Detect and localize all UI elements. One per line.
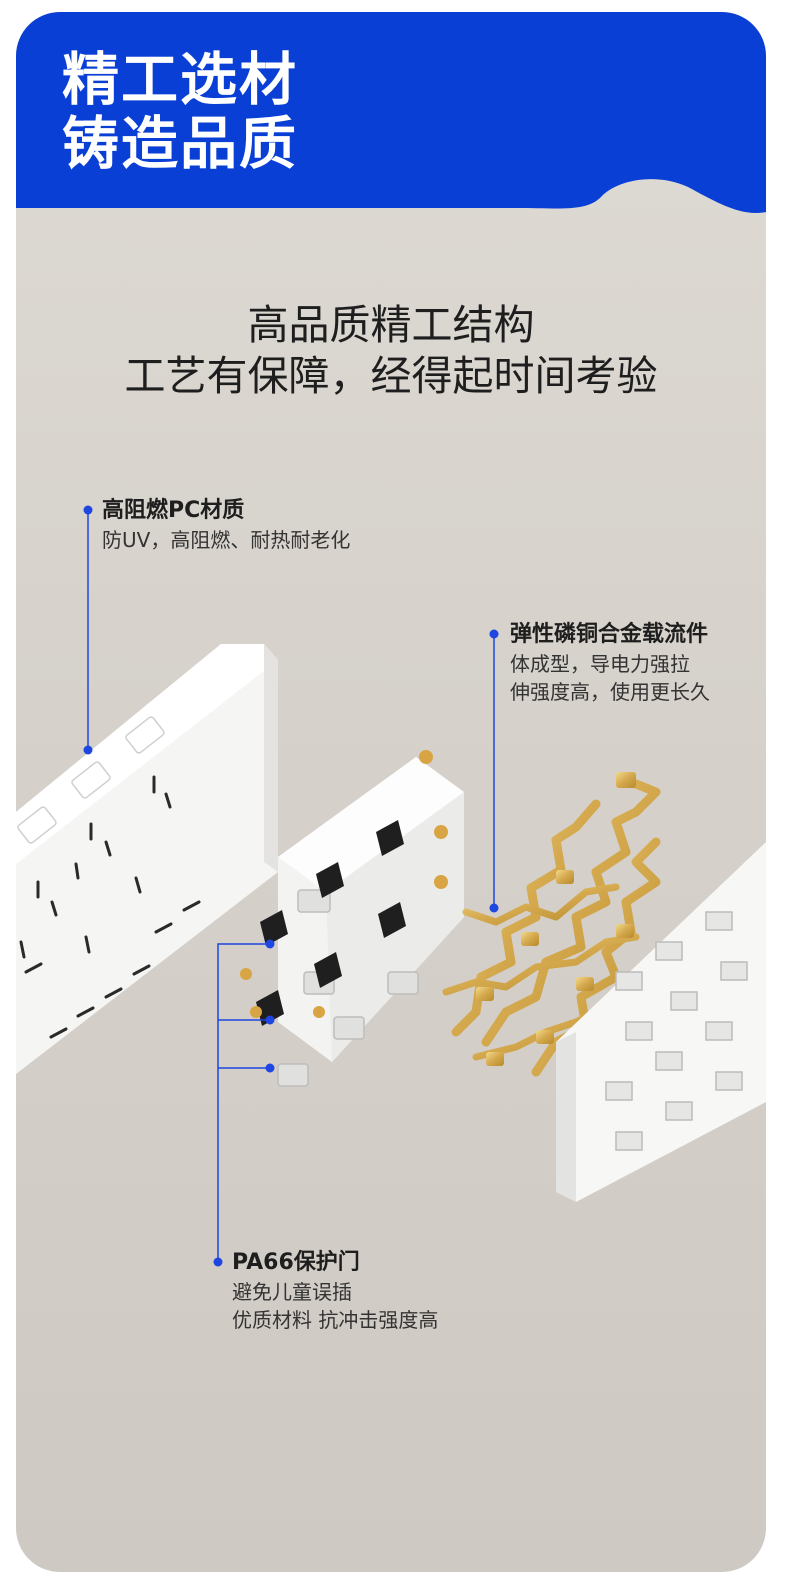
headline-line-1: 高品质精工结构 [247,301,535,349]
callout-desc-line: 优质材料 抗冲击强度高 [232,1308,439,1332]
strip-bottom-base [556,842,766,1202]
copper-contact-clips [476,772,636,1066]
headline: 高品质精工结构 工艺有保障，经得起时间考验 [16,300,766,402]
callout-title: 高阻燃PC材质 [102,498,245,523]
callout-desc-line: 防UV，高阻燃、耐热耐老化 [102,528,351,552]
callout-title: PA66保护门 [232,1250,360,1275]
banner-title-line-1: 精工选材 [62,47,298,113]
callout-desc-line: 避免儿童误插 [232,1280,352,1304]
callout-copper-conductor: 弹性磷铜合金载流件 体成型，导电力强拉 伸强度高，使用更长久 [510,620,710,706]
callout-pc-material: 高阻燃PC材质 防UV，高阻燃、耐热耐老化 [102,496,350,554]
callout-desc-line: 伸强度高，使用更长久 [510,680,710,704]
exploded-power-strip-illustration [16,505,766,1267]
product-card: 精工选材 铸造品质 高品质精工结构 工艺有保障，经得起时间考验 [16,12,766,1572]
callout-pa66-shutter: PA66保护门 避免儿童误插 优质材料 抗冲击强度高 [232,1248,438,1334]
callout-desc-line: 体成型，导电力强拉 [510,652,690,676]
callout-title: 弹性磷铜合金载流件 [510,622,709,647]
banner-title-line-2: 铸造品质 [62,111,298,177]
strip-top-cover [16,644,278,1074]
callout-dots [83,505,499,1267]
headline-line-2: 工艺有保障，经得起时间考验 [124,352,658,400]
safety-shutter-block [240,750,464,1087]
title-banner [16,12,766,213]
banner-title: 精工选材 铸造品质 [62,48,298,176]
